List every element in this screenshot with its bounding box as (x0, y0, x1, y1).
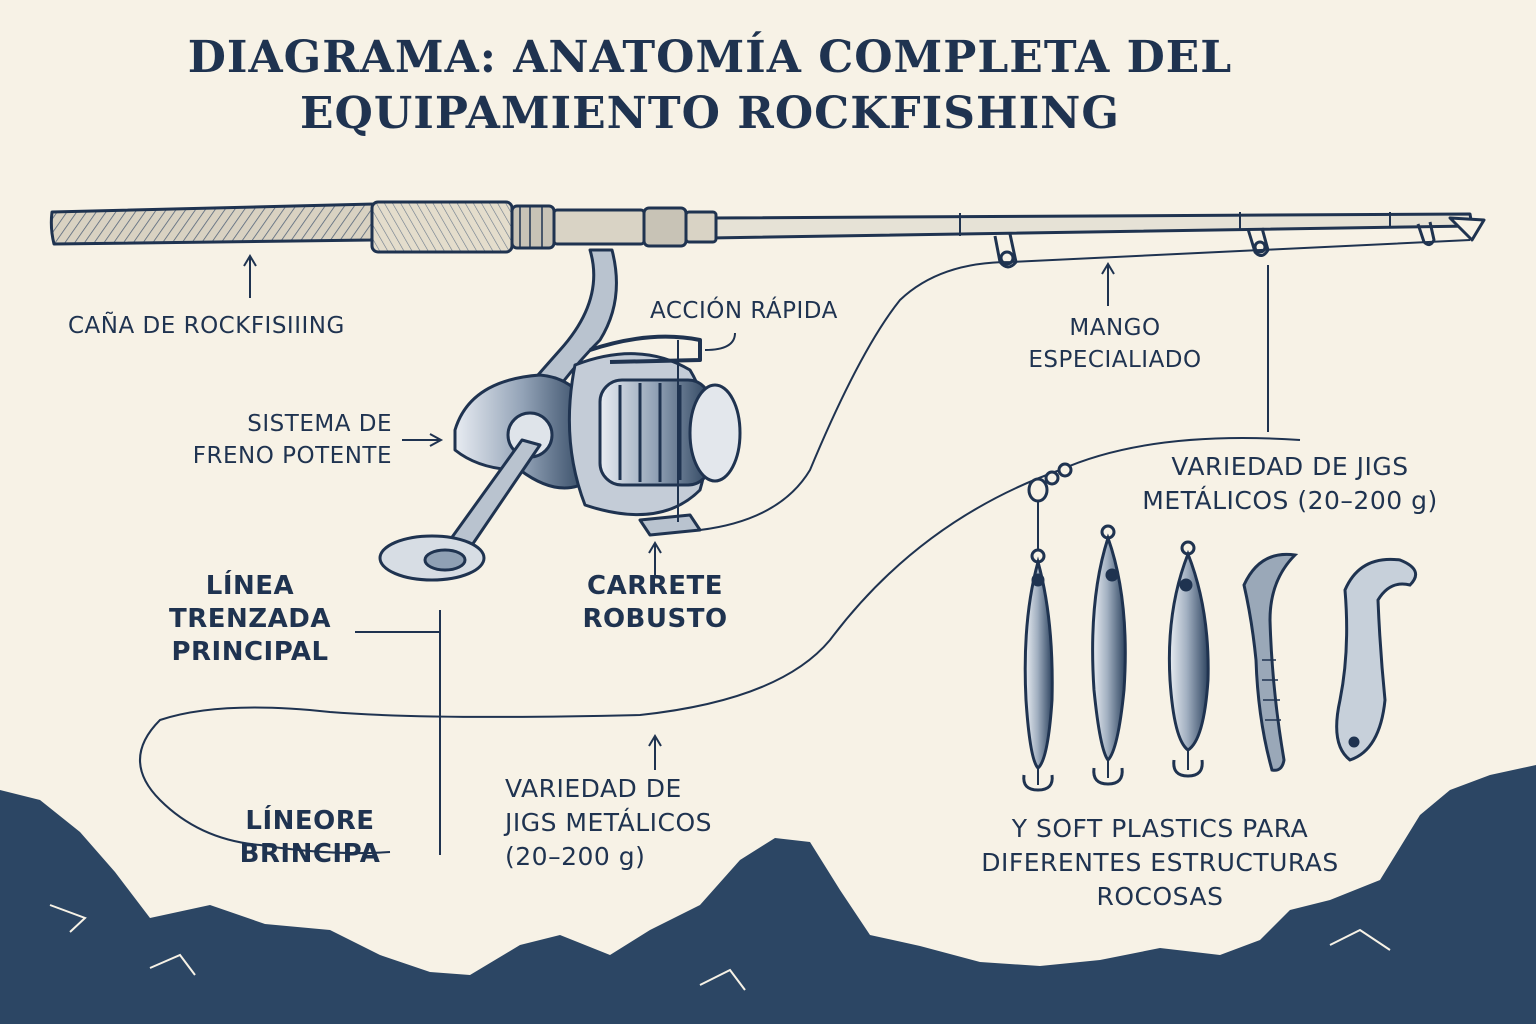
label-soft-plastics-3: ROCOSAS (1096, 882, 1224, 911)
reel-drawing (378, 248, 742, 582)
fishing-line (699, 239, 1471, 531)
lure-jig-2 (1091, 524, 1127, 786)
label-drag-line-1: SISTEMA DE (247, 411, 392, 437)
label-soft-plastics-2: DIFERENTES ESTRUCTURAS (981, 848, 1339, 877)
leader-lines (243, 254, 1269, 855)
label-handle-line-1: MANGO (1069, 315, 1161, 341)
rod-drawing (49, 200, 1486, 269)
mountain-highlight (49, 904, 87, 933)
label-jigs-right: VARIEDAD DE JIGS METÁLICOS (20–200 g) (1120, 450, 1460, 518)
label-jigs-right-1: VARIEDAD DE JIGS (1171, 452, 1409, 481)
lure-jig-1 (1022, 548, 1054, 792)
label-line-bottom: LÍNEORE BRINCIPA (225, 805, 395, 871)
swivel-drawing (1027, 462, 1073, 550)
label-rod: CAÑA DE ROCKFISIIING (68, 313, 345, 339)
mountain-highlight (699, 968, 746, 991)
label-jigs-right-2: METÁLICOS (20–200 g) (1142, 486, 1438, 515)
label-braided-line: LÍNEA TRENZADA PRINCIPAL (150, 570, 350, 669)
label-reel-line-1: CARRETE (586, 571, 723, 601)
label-handle-line-2: ESPECIALIADO (1028, 347, 1202, 373)
label-line-bottom-1: LÍNEORE (245, 806, 375, 836)
mountain-highlight (1329, 928, 1391, 951)
label-braided-line-3: PRINCIPAL (171, 637, 329, 667)
label-handle: MANGO ESPECIALIADO (1010, 312, 1220, 376)
lure-soft-plastic-1 (1242, 552, 1299, 772)
lure-jig-3 (1167, 540, 1210, 778)
label-drag-line-2: FRENO POTENTE (192, 443, 392, 469)
label-reel: CARRETE ROBUSTO (580, 570, 730, 636)
label-jigs-center: VARIEDAD DE JIGS METÁLICOS (20–200 g) (505, 772, 712, 874)
label-jigs-center-3: (20–200 g) (505, 842, 646, 871)
fishing-line-loop (139, 437, 1301, 855)
label-soft-plastics: Y SOFT PLASTICS PARA DIFERENTES ESTRUCTU… (960, 812, 1360, 914)
label-drag-system: SISTEMA DE FRENO POTENTE (170, 408, 392, 472)
label-soft-plastics-1: Y SOFT PLASTICS PARA (1011, 814, 1309, 843)
label-line-bottom-2: BRINCIPA (239, 839, 381, 869)
label-reel-line-2: ROBUSTO (582, 604, 728, 634)
label-fast-action: ACCIÓN RÁPIDA (650, 298, 838, 324)
label-jigs-center-1: VARIEDAD DE (505, 774, 682, 803)
label-jigs-center-2: JIGS METÁLICOS (505, 808, 713, 837)
title-line-1: DIAGRAMA: ANATOMÍA COMPLETA DEL (187, 32, 1233, 83)
label-braided-line-1: LÍNEA (205, 571, 295, 601)
mountain-silhouette (0, 765, 1536, 1024)
title-line-2: EQUIPAMIENTO ROCKFISHING (300, 88, 1120, 139)
mountain-highlight (149, 953, 196, 976)
label-braided-line-2: TRENZADA (169, 604, 331, 634)
lure-soft-plastic-2 (1335, 557, 1418, 762)
page-title: DIAGRAMA: ANATOMÍA COMPLETA DEL EQUIPAMI… (150, 30, 1270, 142)
